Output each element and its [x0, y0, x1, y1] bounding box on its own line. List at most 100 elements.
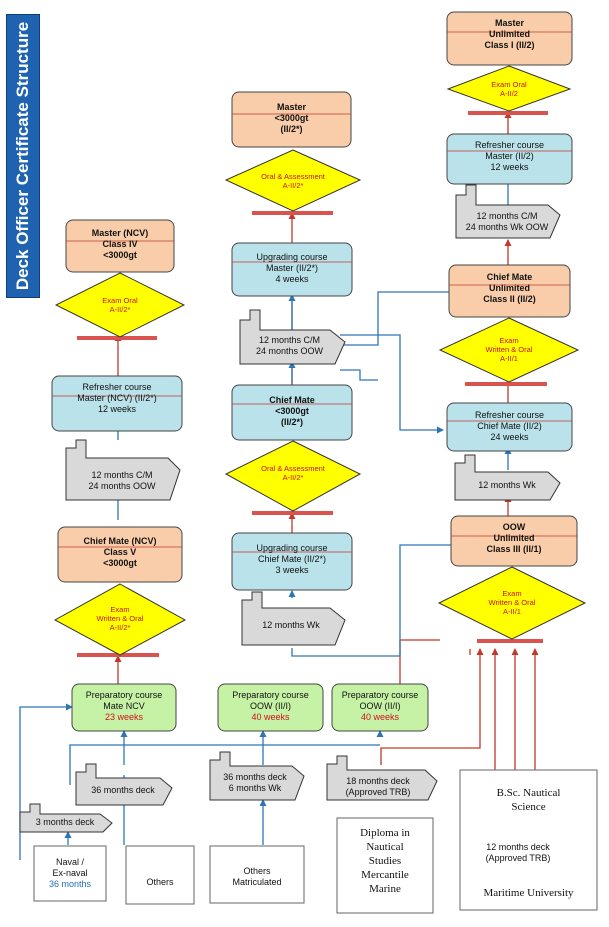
chief-mate-unl-l3: Class II (II/2)	[483, 294, 536, 304]
exam-oow-label: Exam Written & Oral A-II/1	[472, 589, 552, 616]
refresher-master-l3: 12 weeks	[490, 162, 529, 172]
exam-master-ncv-l1: Exam Oral	[102, 296, 138, 305]
diploma-l4: Mercantile	[361, 869, 409, 881]
upgrading-master-l1: Upgrading course	[256, 252, 328, 262]
course-box-chief-mate-3000	[231, 384, 353, 441]
refresher-master-ncv-l3: 12 weeks	[97, 404, 137, 414]
chief-mate-ncv-size: <3000gt	[103, 558, 137, 568]
ship-right-wk-label: 12 months Wk	[458, 480, 556, 491]
bsc-l4: (Approved TRB)	[485, 853, 551, 863]
naval-label: Naval / Ex-naval 36 months	[34, 857, 106, 890]
origin-box-naval	[33, 845, 107, 902]
bsc-university-label: Maritime University	[460, 886, 597, 900]
exam-oow-l2: Written & Oral	[488, 598, 536, 607]
red-bar	[252, 211, 333, 215]
ship-box-deck18	[326, 755, 438, 801]
ship-box-middle-cm	[239, 309, 346, 365]
prep-mate-ncv-l1: Preparatory course	[85, 690, 163, 700]
exam-diamond-chief-mate-3000	[224, 440, 362, 512]
oow-unl-title: OOW	[502, 522, 526, 532]
ship-left-l2: 24 months OOW	[88, 481, 156, 491]
ship-box-left	[65, 439, 181, 501]
ship-right-wk-l1: 12 months Wk	[478, 480, 536, 490]
cert-box-master-3000	[231, 91, 352, 148]
oow-unlimited-label: OOW Unlimited Class III (II/1)	[451, 522, 577, 555]
exam-cm-ncv-l1: Exam	[110, 605, 130, 614]
chief-mate-ncv-label: Chief Mate (NCV) Class V <3000gt	[58, 536, 182, 569]
red-bar	[252, 511, 333, 515]
refresher-cm-l2: Chief Mate (II/2)	[477, 421, 542, 431]
chief-mate-3000-code: (II/2*)	[280, 417, 303, 427]
diagram-title-text: Deck Officer Certificate Structure	[13, 21, 32, 291]
upgrading-chief-mate-label: Upgrading course Chief Mate (II/2*) 3 we…	[232, 543, 352, 576]
ship-box-deck36	[75, 763, 173, 806]
exam-master-unl-l2: A-II/2	[500, 89, 518, 98]
prep-oow-1-l3: 40 weeks	[251, 712, 290, 722]
ship-middle-wk-label: 12 months Wk	[246, 620, 336, 631]
red-bar	[477, 639, 543, 643]
ship-right-master-l2: 24 months Wk OOW	[465, 222, 549, 232]
red-bar	[465, 382, 547, 386]
ship-middle-cm-l1: 12 months C/M	[258, 335, 321, 345]
diploma-l5: Marine	[369, 883, 401, 895]
refresher-master-l2: Master (II/2)	[485, 151, 534, 161]
upgrading-master-l3: 4 weeks	[275, 274, 309, 284]
diploma-l3: Studies	[368, 855, 402, 867]
prep-oow-2-l2: OOW (II/I)	[359, 701, 401, 711]
bsc-title-label: B.Sc. Nautical Science	[460, 786, 597, 814]
diploma-label: Diploma in Nautical Studies Mercantile M…	[337, 826, 433, 896]
oral-master-label: Oral & Assessment A-II/2*	[253, 172, 333, 190]
deck36wk-label: 36 months deck 6 months Wk	[212, 772, 298, 794]
chief-mate-ncv-title: Chief Mate (NCV)	[83, 536, 157, 546]
master-ncv-title: Master (NCV)	[91, 228, 149, 238]
refresher-master-label: Refresher course Master (II/2) 12 weeks	[447, 140, 572, 173]
prep-box-oow-2	[331, 683, 429, 732]
ship-right-master-l1: 12 months C/M	[476, 211, 538, 221]
diploma-l1: Diploma in	[360, 827, 410, 839]
prep-box-mate-ncv	[71, 683, 177, 732]
cert-box-master-unlimited	[446, 11, 573, 66]
others-mat-l1: Others	[243, 866, 271, 876]
ship-box-right-wk	[454, 454, 561, 501]
ship-box-right-master	[455, 184, 561, 239]
deck18-l1: 18 months deck	[346, 776, 410, 786]
exam-diamond-master-unlimited	[446, 65, 572, 112]
prep-mate-ncv-label: Preparatory course Mate NCV 23 weeks	[72, 690, 176, 723]
red-bar	[77, 653, 159, 657]
prep-mate-ncv-l3: 23 weeks	[104, 712, 144, 722]
master-unl-l2: Unlimited	[488, 29, 530, 39]
prep-oow-2-l3: 40 weeks	[360, 712, 400, 722]
master-unl-l3: Class I (II/2)	[484, 40, 535, 50]
exam-diamond-master-3000	[224, 149, 362, 212]
refresher-master-ncv-label: Refresher course Master (NCV) (II/2*) 12…	[52, 382, 182, 415]
origin-box-diploma	[336, 817, 434, 914]
exam-oow-l3: A-II/1	[503, 607, 521, 616]
master-ncv-class: Class IV	[102, 239, 138, 249]
exam-cm-unl-l2: Written & Oral	[485, 345, 533, 354]
exam-chief-mate-ncv-label: Exam Written & Oral A-II/2*	[80, 605, 160, 632]
red-bars	[77, 111, 548, 657]
others-mat-l2: Matriculated	[232, 877, 282, 887]
prep-box-oow-1	[217, 683, 324, 732]
exam-chief-mate-unl-label: Exam Written & Oral A-II/1	[469, 336, 549, 363]
red-bar	[468, 111, 548, 115]
prep-oow-2-label: Preparatory course OOW (II/I) 40 weeks	[332, 690, 428, 723]
blue-connectors	[19, 177, 512, 860]
master-3000-title: Master	[276, 102, 306, 112]
exam-diamond-master-ncv	[54, 272, 186, 338]
master-unl-title: Master	[494, 18, 524, 28]
master-ncv-label: Master (NCV) Class IV <3000gt	[66, 228, 174, 261]
exam-cm-unl-l3: A-II/1	[500, 354, 518, 363]
ship-box-middle-wk	[241, 591, 346, 646]
oral-cm-l1: Oral & Assessment	[261, 464, 325, 473]
chief-mate-3000-label: Chief Mate <3000gt (II/2*)	[232, 395, 352, 428]
master-ncv-size: <3000gt	[103, 250, 137, 260]
course-box-upgrading-master	[231, 242, 353, 297]
upgrading-master-l2: Master (II/2*)	[265, 263, 318, 273]
deck3-label: 3 months deck	[22, 817, 108, 828]
master-3000-code: (II/2*)	[280, 124, 303, 134]
exam-master-ncv-l2: A-II/2*	[109, 305, 131, 314]
exam-cm-ncv-l3: A-II/2*	[109, 623, 131, 632]
deck18-label: 18 months deck (Approved TRB)	[331, 776, 425, 798]
ship-left-label: 12 months C/M 24 months OOW	[72, 470, 172, 492]
